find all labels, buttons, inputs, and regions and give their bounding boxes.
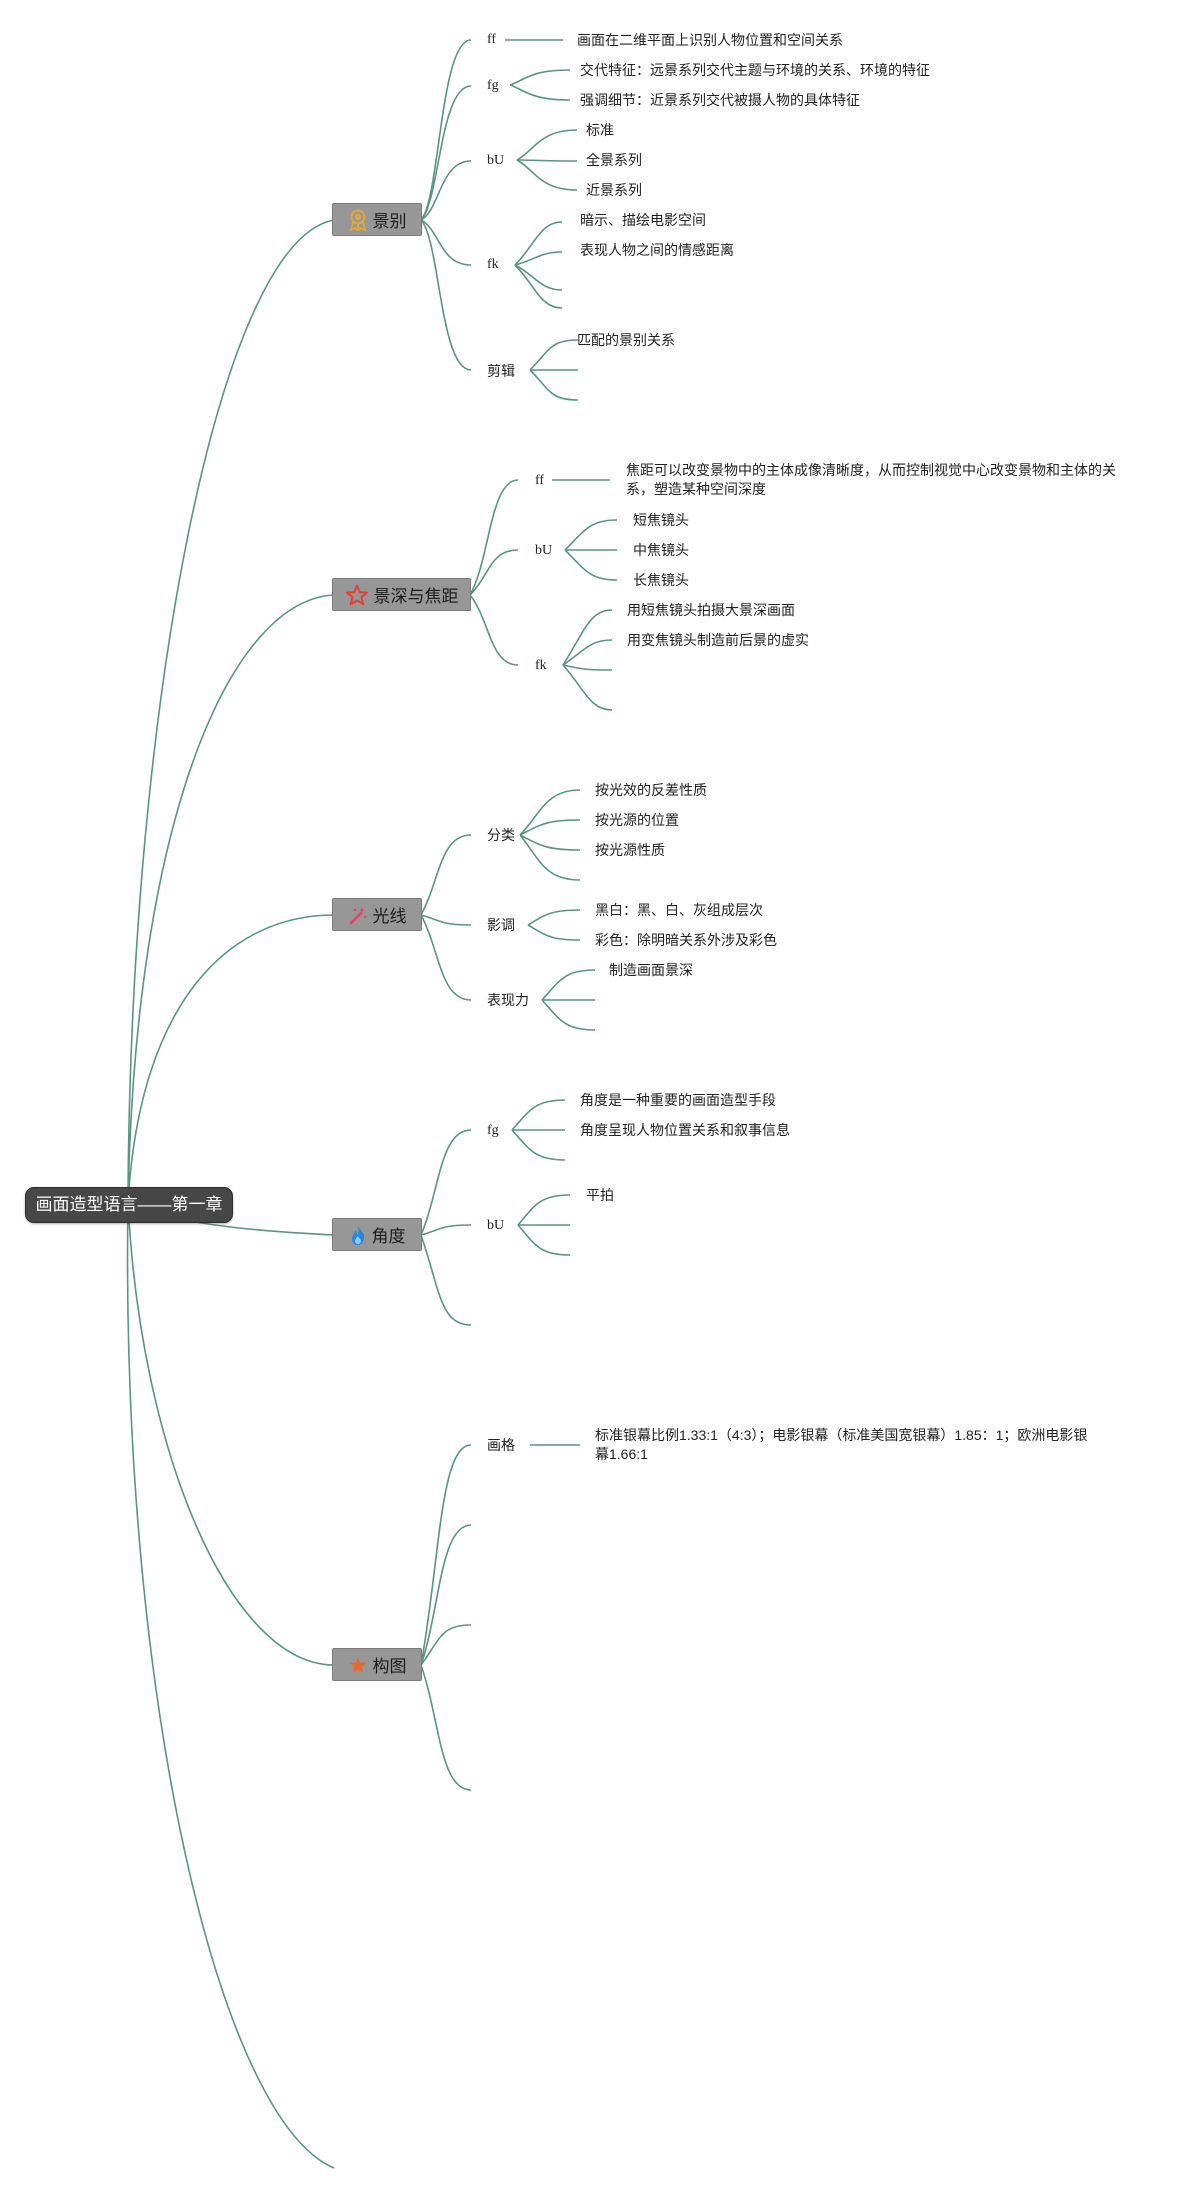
central-topic[interactable]: 画面造型语言——第一章 [25,1187,233,1223]
topic-angle[interactable]: 角度 [332,1218,422,1251]
subtopic-bU[interactable]: bU [487,153,505,168]
leaf-item[interactable]: 角度是一种重要的画面造型手段 [580,1092,776,1108]
flame-icon [349,1224,367,1246]
leaf-item[interactable]: 黑白：黑、白、灰组成层次 [595,902,763,918]
subtopic-bU[interactable]: bU [535,543,553,558]
leaf-item[interactable]: 交代特征：远景系列交代主题与环境的关系、环境的特征 [580,62,930,78]
award-badge-icon [348,209,368,231]
leaf-item[interactable]: 按光源性质 [595,842,665,858]
leaf-item[interactable]: 标准银幕比例1.33:1（4:3）；电影银幕（标准美国宽银幕）1.85：1；欧洲… [595,1427,1088,1462]
leaf-item[interactable]: 匹配的景别关系 [577,332,675,348]
topic-label: 景深与焦距 [373,587,459,606]
subtopic-fk[interactable]: fk [487,257,499,272]
topic-jingbie[interactable]: 景别 [332,203,422,236]
magic-wand-icon [348,905,368,925]
subtopic-fk[interactable]: fk [535,658,547,673]
subtopic-frame[interactable]: 画格 [487,1437,515,1453]
subtopic-ff[interactable]: ff [487,32,497,47]
topic-label: 角度 [371,1227,406,1246]
topic-label: 构图 [372,1657,407,1676]
subtopic-fg[interactable]: fg [487,1123,499,1138]
topic-composition[interactable]: 构图 [332,1648,422,1681]
leaf-item[interactable]: 强调细节：近景系列交代被摄人物的具体特征 [580,92,860,108]
leaf-item[interactable]: 画面在二维平面上识别人物位置和空间关系 [577,32,843,48]
leaf-item[interactable]: 用变焦镜头制造前后景的虚实 [627,632,809,648]
leaf-item[interactable]: 按光效的反差性质 [595,782,707,798]
leaf-item[interactable]: 长焦镜头 [633,572,689,588]
leaf-item[interactable]: 近景系列 [586,182,642,198]
leaf-item[interactable]: 短焦镜头 [633,512,689,528]
subtopic-classification[interactable]: 分类 [487,827,515,843]
star-filled-icon [348,1655,368,1675]
topic-label: 光线 [372,907,407,926]
topic-light[interactable]: 光线 [332,898,422,931]
leaf-item[interactable]: 彩色：除明暗关系外涉及彩色 [595,932,777,948]
subtopic-ff[interactable]: ff [535,473,545,488]
topic-depth-focal[interactable]: 景深与焦距 [332,578,471,611]
subtopic-fg[interactable]: fg [487,78,499,93]
star-outline-icon [345,584,369,606]
leaf-item[interactable]: 制造画面景深 [609,962,693,978]
leaf-item[interactable]: 全景系列 [586,152,642,168]
leaf-item[interactable]: 表现人物之间的情感距离 [580,242,734,258]
leaf-item[interactable]: 角度呈现人物位置关系和叙事信息 [580,1122,790,1138]
leaf-item[interactable]: 焦距可以改变景物中的主体成像清晰度，从而控制视觉中心改变景物和主体的关系，塑造某… [626,462,1116,497]
leaf-item[interactable]: 用短焦镜头拍摄大景深画面 [627,602,795,618]
subtopic-bU[interactable]: bU [487,1218,505,1233]
leaf-item[interactable]: 暗示、描绘电影空间 [580,212,706,228]
subtopic-tone[interactable]: 影调 [487,917,515,933]
leaf-item[interactable]: 平拍 [586,1187,614,1203]
leaf-item[interactable]: 按光源的位置 [595,812,679,828]
leaf-item[interactable]: 中焦镜头 [633,542,689,558]
leaf-item[interactable]: 标准 [586,122,614,138]
topic-label: 景别 [372,212,407,231]
subtopic-expression[interactable]: 表现力 [487,992,529,1008]
subtopic-edit[interactable]: 剪辑 [487,363,515,379]
